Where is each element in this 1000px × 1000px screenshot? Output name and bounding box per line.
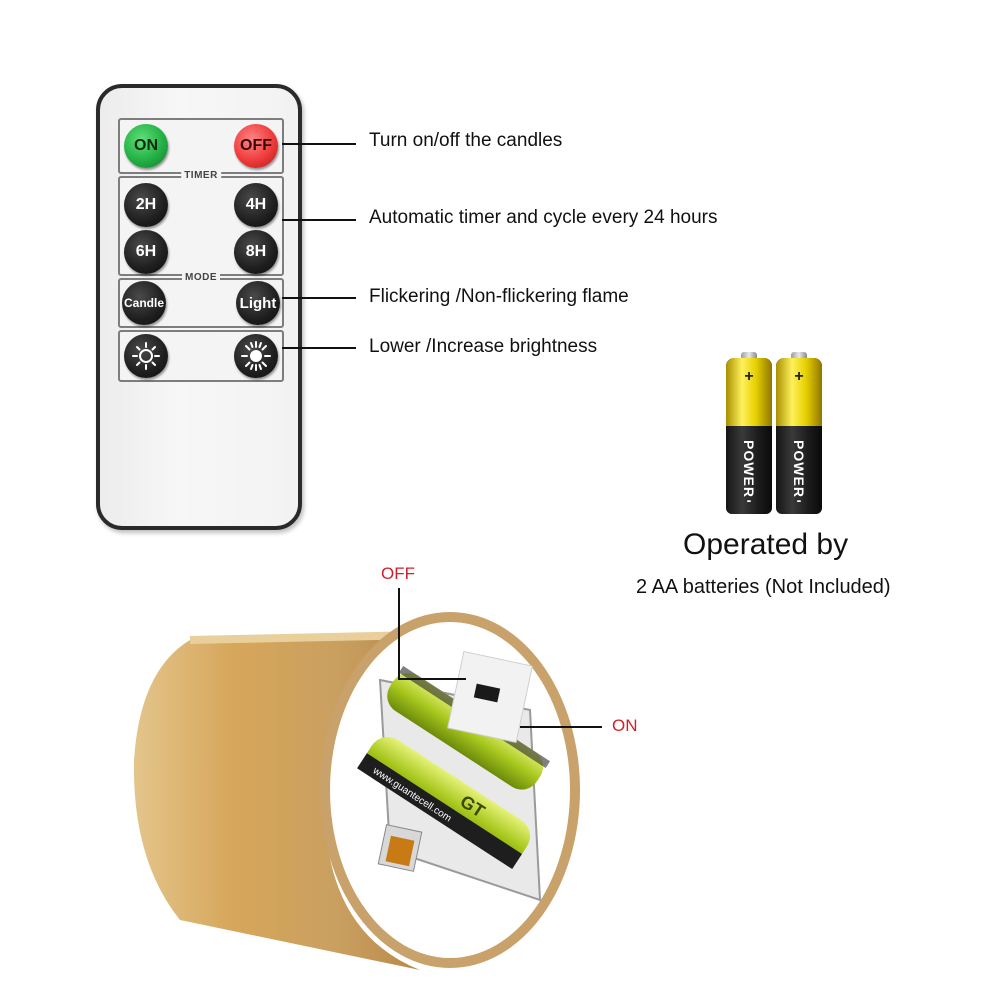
callout-line-mode <box>282 297 356 299</box>
brightness-up-icon[interactable] <box>234 334 278 378</box>
switch-off-line-h <box>398 678 466 680</box>
callout-line-power <box>282 143 356 145</box>
callout-power: Turn on/off the candles <box>369 130 563 151</box>
candle-bottom-illustration: www.guantecell.com GT <box>133 612 580 970</box>
candle-mode-button[interactable]: Candle <box>122 281 166 325</box>
callout-line-timer <box>282 219 356 221</box>
batteries-subtitle: 2 AA batteries (Not Included) <box>636 576 891 598</box>
light-mode-button[interactable]: Light <box>236 281 280 325</box>
battery-brand-label: POWER <box>741 440 758 498</box>
callout-brightness: Lower /Increase brightness <box>369 336 598 357</box>
timer-label: TIMER <box>181 170 221 181</box>
switch-on-line <box>520 726 602 728</box>
switch-on-label: ON <box>612 716 638 735</box>
switch-off-line-v <box>398 588 400 680</box>
callout-mode: Flickering /Non-flickering flame <box>369 286 629 307</box>
aa-battery-right: + POWER - <box>776 352 822 514</box>
aa-battery-left: + POWER - <box>726 352 772 514</box>
mode-panel: MODE Candle Light <box>118 272 284 328</box>
callout-line-brightness <box>282 347 356 349</box>
mode-label: MODE <box>182 272 220 283</box>
batteries-title: Operated by <box>683 528 849 561</box>
timer-2h-button[interactable]: 2H <box>124 183 168 227</box>
timer-panel: TIMER 2H 4H 6H 8H <box>118 170 284 276</box>
battery-brand-label: POWER <box>791 440 808 498</box>
timer-8h-button[interactable]: 8H <box>234 230 278 274</box>
off-button[interactable]: OFF <box>234 124 278 168</box>
brightness-down-icon[interactable] <box>124 334 168 378</box>
on-button[interactable]: ON <box>124 124 168 168</box>
timer-6h-button[interactable]: 6H <box>124 230 168 274</box>
callout-timer: Automatic timer and cycle every 24 hours <box>369 207 718 228</box>
remote-control: ON OFF TIMER 2H 4H 6H 8H MODE Candle Lig… <box>96 84 302 530</box>
power-panel: ON OFF <box>118 118 284 174</box>
switch-off-label: OFF <box>381 564 415 583</box>
brightness-panel <box>118 330 284 382</box>
timer-4h-button[interactable]: 4H <box>234 183 278 227</box>
